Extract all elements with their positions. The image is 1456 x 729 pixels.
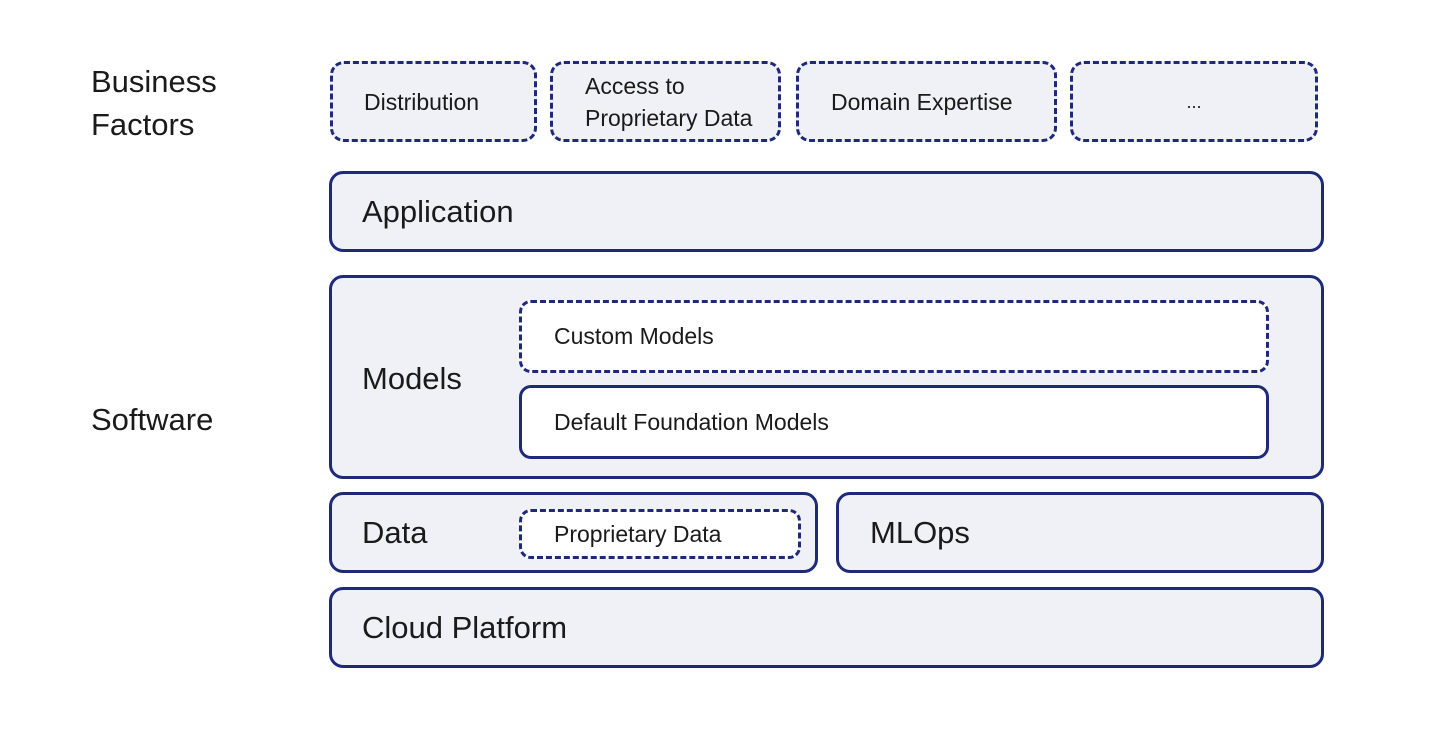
factor-access-to-proprietary-data: Access to Proprietary Data [550,61,781,142]
factor-more-label: ... [1186,91,1202,112]
factor-more: ... [1070,61,1318,142]
proprietary-data-box: Proprietary Data [519,509,801,559]
factor-access-label-line1: Access to [585,72,685,99]
factor-access-label-line2: Proprietary Data [585,104,753,131]
factor-domain-expertise: Domain Expertise [796,61,1057,142]
default-foundation-models-box: Default Foundation Models [519,385,1269,459]
layer-cloud-platform: Cloud Platform [329,587,1324,668]
software-label: Software [91,402,214,437]
business-factors-label-line1: Business [91,64,217,99]
factor-domain-expertise-label: Domain Expertise [831,88,1013,115]
layer-cloud-platform-label: Cloud Platform [362,610,568,645]
factor-distribution: Distribution [330,61,537,142]
factor-distribution-label: Distribution [364,88,480,115]
business-factors-label: Business Factors [91,60,217,146]
layer-models: Models Custom Models Default Foundation … [329,275,1324,479]
custom-models-box: Custom Models [519,300,1269,373]
custom-models-label: Custom Models [554,323,714,349]
layer-application: Application [329,171,1324,252]
layer-data: Data Proprietary Data [329,492,818,573]
layer-application-label: Application [362,194,514,229]
business-factors-label-line2: Factors [91,107,195,142]
layer-mlops-label: MLOps [870,515,970,550]
layer-mlops: MLOps [836,492,1324,573]
layer-data-label: Data [362,515,428,550]
proprietary-data-label: Proprietary Data [554,520,722,547]
layer-models-label: Models [362,361,462,396]
default-foundation-models-label: Default Foundation Models [554,408,829,435]
